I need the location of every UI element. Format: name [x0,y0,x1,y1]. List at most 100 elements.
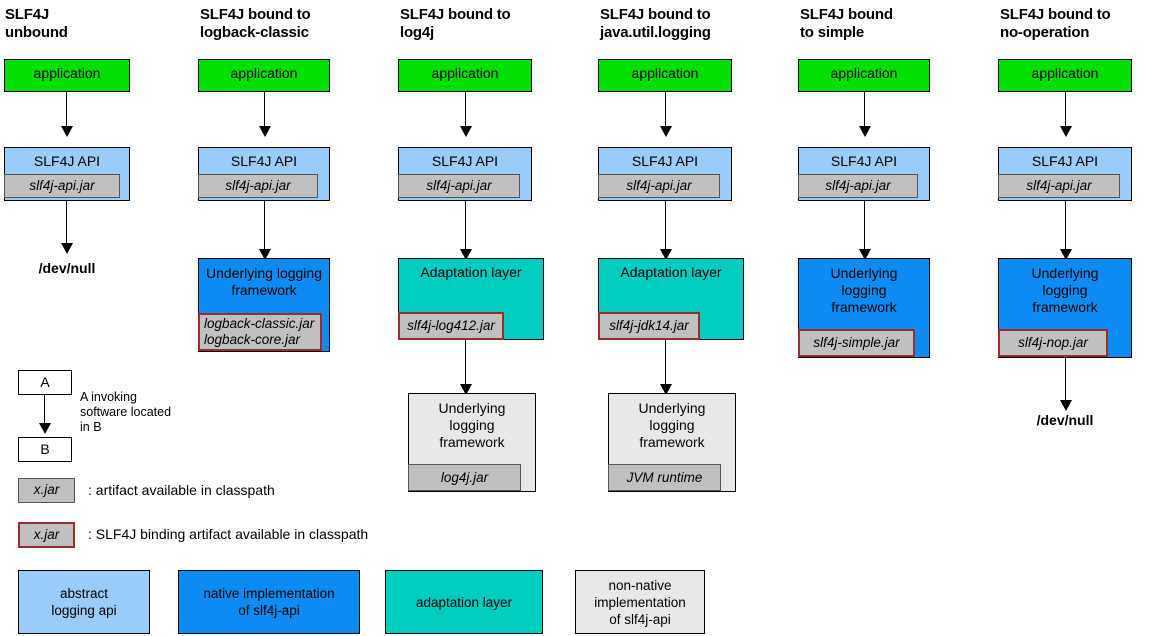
node-slf4j-api-col5: SLF4J API slf4j-api.jar [798,147,930,201]
node-framework-col2: Underlying logging framework logback-cla… [198,258,330,352]
column-title-simple: SLF4J bound to simple [800,6,893,41]
arrow-head-col2-app-to-api [259,126,271,137]
node-label: Underlying logging framework [830,265,898,315]
jar-chip-logback-col2: logback-classic.jar logback-core.jar [198,313,322,351]
jar-chip-slf4j-api-col3: slf4j-api.jar [398,174,520,198]
jar-chip-adaptation-col3: slf4j-log412.jar [398,312,504,340]
arrow-head-col5-api-to-framework [859,249,871,260]
legend-artifact-caption: : artifact available in classpath [88,482,275,498]
arrow-head-col4-api-to-adaptation [660,249,672,260]
node-application-col5: application [798,59,930,92]
jar-chip-slf4j-api-col5: slf4j-api.jar [798,174,918,198]
node-adaptation-col3: Adaptation layer slf4j-log412.jar [398,258,544,340]
arrow-line-col4-app-to-api [665,92,666,130]
key-box-abstract-logging-api: abstract logging api [18,570,150,634]
arrow-head-col1-api-to-devnull [61,243,73,254]
node-label: SLF4J API [431,153,499,169]
terminal-devnull-col1: /dev/null [38,260,96,276]
arrow-line-col6-app-to-api [1065,92,1066,130]
arrow-head-col4-app-to-api [660,126,672,137]
key-box-native-implementation: native implementation of slf4j-api [178,570,360,634]
jar-chip-framework-col6: slf4j-nop.jar [998,329,1108,357]
jar-chip-slf4j-api-col1: slf4j-api.jar [4,174,120,198]
node-slf4j-api-col1: SLF4J API slf4j-api.jar [4,147,130,201]
arrow-head-col5-app-to-api [859,126,871,137]
arrow-head-col6-framework-to-devnull [1060,400,1072,411]
arrow-line-col4-adaptation-to-framework [665,340,666,388]
node-label: application [830,65,898,81]
arrow-line-col5-app-to-api [864,92,865,130]
arrow-line-col4-api-to-adaptation [665,201,666,253]
column-title-log4j: SLF4J bound to log4j [400,6,511,41]
legend-box-b: B [18,437,72,462]
jar-chip-framework-col5: slf4j-simple.jar [798,329,915,357]
arrow-head-col3-app-to-api [460,126,472,137]
terminal-devnull-col6: /dev/null [1036,412,1094,428]
arrow-line-col3-app-to-api [465,92,466,130]
arrow-head-col6-app-to-api [1060,126,1072,137]
jar-chip-slf4j-api-col2: slf4j-api.jar [198,174,318,198]
node-slf4j-api-col3: SLF4J API slf4j-api.jar [398,147,532,201]
node-label: Underlying logging framework [438,400,506,450]
arrow-head-col6-api-to-framework [1060,249,1072,260]
arrow-head-col2-api-to-framework [259,249,271,260]
column-title-nop: SLF4J bound to no-operation [1000,6,1111,41]
node-slf4j-api-col6: SLF4J API slf4j-api.jar [998,147,1132,201]
node-label: SLF4J API [33,153,101,169]
node-label: Adaptation layer [620,264,722,280]
column-title-jul: SLF4J bound to java.util.logging [600,6,711,41]
key-box-non-native-implementation: non-native implementation of slf4j-api [575,570,705,634]
node-adaptation-col4: Adaptation layer slf4j-jdk14.jar [598,258,744,340]
node-framework-col4: Underlying logging framework JVM runtime [608,393,736,492]
node-application-col2: application [198,59,330,92]
arrow-line-col3-api-to-adaptation [465,201,466,253]
node-label: SLF4J API [631,153,699,169]
node-label: Adaptation layer [420,264,522,280]
legend-jar-binding: x.jar [18,522,75,548]
arrow-line-col2-api-to-framework [264,201,265,253]
legend-invocation-caption: A invoking software located in B [80,390,172,434]
node-label: application [33,65,101,81]
node-slf4j-api-col2: SLF4J API slf4j-api.jar [198,147,330,201]
node-slf4j-api-col4: SLF4J API slf4j-api.jar [598,147,732,201]
legend-jar-artifact: x.jar [18,478,75,503]
arrow-head-col3-adaptation-to-framework [460,384,472,395]
node-label: Underlying logging framework [1031,265,1099,315]
node-framework-col3: Underlying logging framework log4j.jar [408,393,536,492]
arrow-line-col6-api-to-framework [1065,201,1066,253]
jar-chip-framework-col4: JVM runtime [608,464,721,491]
column-title-logback: SLF4J bound to logback-classic [200,6,311,41]
legend-box-a: A [18,370,72,395]
node-label: SLF4J API [230,153,298,169]
legend-arrow-line [44,395,45,427]
node-label: application [230,65,298,81]
arrow-line-col5-api-to-framework [864,201,865,253]
node-application-col6: application [998,59,1132,92]
key-box-adaptation-layer: adaptation layer [385,570,543,634]
node-label: SLF4J API [1031,153,1099,169]
node-label: Underlying logging framework [638,400,706,450]
jar-chip-adaptation-col4: slf4j-jdk14.jar [598,312,700,340]
node-label: application [431,65,499,81]
column-title-unbound: SLF4J unbound [5,6,68,41]
node-label: Underlying logging framework [206,265,322,298]
node-framework-col6: Underlying logging framework slf4j-nop.j… [998,258,1132,358]
legend-binding-caption: : SLF4J binding artifact available in cl… [88,526,369,542]
jar-chip-slf4j-api-col4: slf4j-api.jar [598,174,720,198]
arrow-line-col6-framework-to-devnull [1065,358,1066,404]
jar-chip-slf4j-api-col6: slf4j-api.jar [998,174,1120,198]
legend-arrow-head [39,423,51,434]
arrow-line-col3-adaptation-to-framework [465,340,466,388]
node-application-col4: application [598,59,732,92]
node-application-col3: application [398,59,532,92]
node-label: SLF4J API [830,153,898,169]
node-application-col1: application [4,59,130,92]
node-framework-col5: Underlying logging framework slf4j-simpl… [798,258,930,358]
jar-chip-framework-col3: log4j.jar [408,464,521,491]
node-label: application [1031,65,1099,81]
arrow-line-col1-app-to-api [66,92,67,130]
node-label: application [631,65,699,81]
arrow-line-col2-app-to-api [264,92,265,130]
arrow-line-col1-api-to-devnull [66,201,67,247]
